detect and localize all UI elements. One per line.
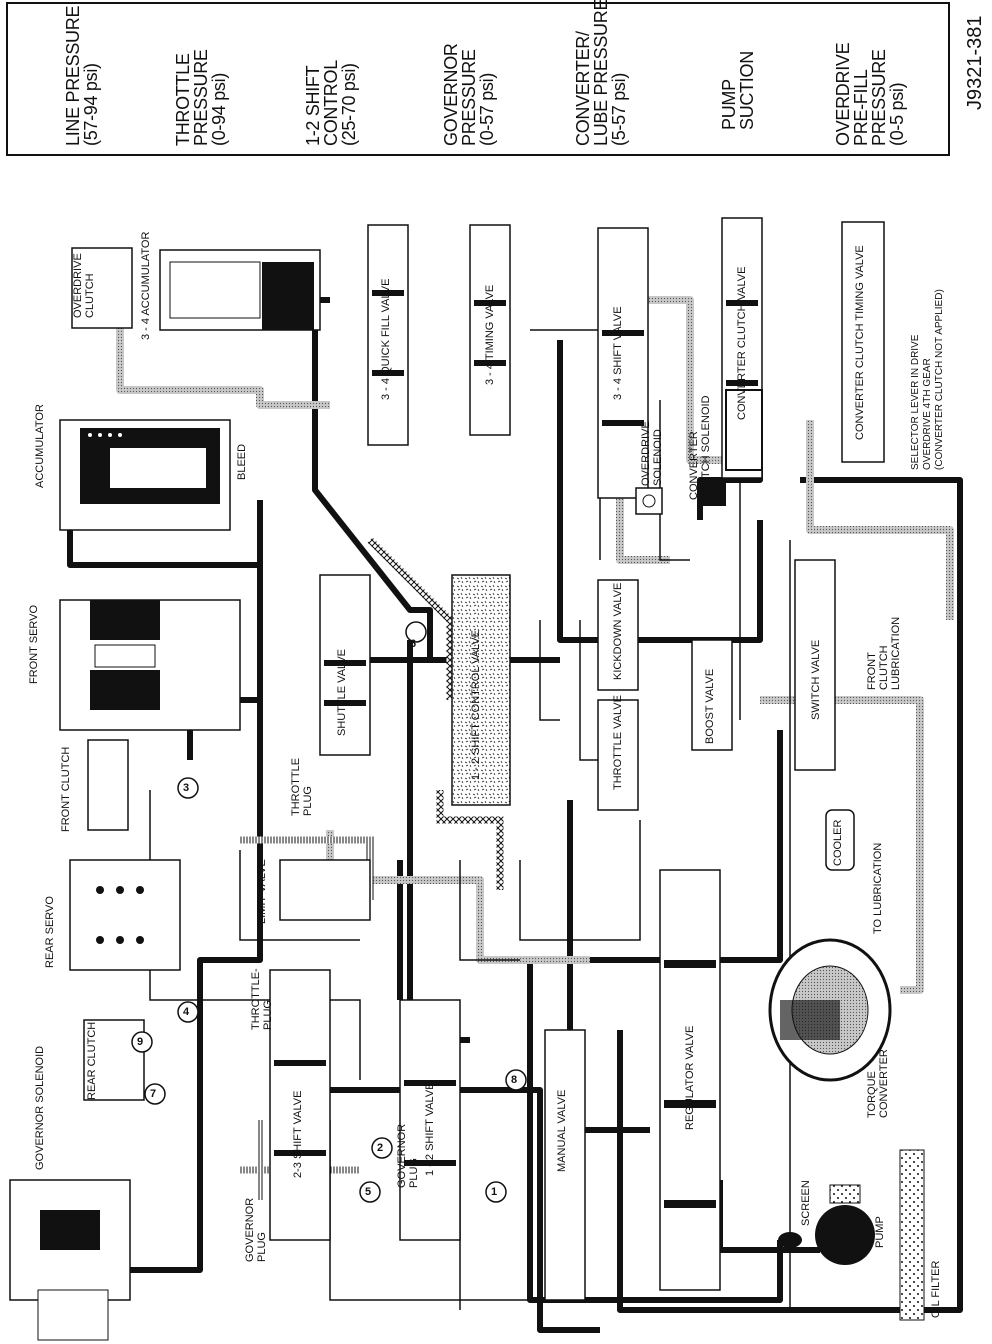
- legend-governor-pressure: GOVERNOR PRESSURE (0-57 psi): [441, 43, 497, 146]
- label-accumulator: ACCUMULATOR: [34, 404, 46, 488]
- front-servo: [59, 599, 241, 731]
- manual-valve-body: [544, 1029, 586, 1301]
- shift-control-circuit: [367, 537, 504, 890]
- cooler-body: [825, 809, 855, 871]
- converter-clutch-timing-body: [841, 221, 885, 463]
- label-quick-fill-valve: 3 - 4 QUICK FILL VALVE: [380, 278, 392, 400]
- callout-7: 7: [150, 1088, 157, 1100]
- label-manual-valve: MANUAL VALVE: [556, 1089, 568, 1172]
- label-cooler: COOLER: [832, 819, 844, 866]
- label-front-servo: FRONT SERVO: [28, 604, 40, 684]
- label-converter-clutch-solenoid: CONVERTER CLUTCH SOLENOID: [688, 395, 712, 500]
- callout-1: 1: [491, 1186, 498, 1198]
- legend-overdrive-prefill: OVERDRIVE PRE-FILL PRESSURE (0-5 psi): [833, 42, 907, 146]
- legend-box: [6, 2, 950, 156]
- valve-bodies: [269, 217, 885, 1301]
- rear-clutch: [83, 1019, 145, 1101]
- label-overdrive-clutch: OVERDRIVE CLUTCH: [72, 253, 96, 318]
- label-limit-valve: LIMIT VALVE: [256, 859, 268, 924]
- legend-line-pressure: LINE PRESSURE (57-94 psi): [63, 5, 101, 146]
- label-oil-filter: OIL FILTER: [930, 1260, 942, 1318]
- legend-pump-suction: PUMP SUCTION: [719, 51, 757, 130]
- callout-8: 8: [511, 1074, 518, 1086]
- callout-3: 3: [183, 782, 190, 794]
- label-governor-plug-2: GOVERNOR PLUG: [396, 1123, 420, 1188]
- label-shuttle-valve: SHUTTLE VALVE: [336, 648, 348, 736]
- label-governor-solenoid: GOVERNOR SOLENOID: [34, 1045, 46, 1170]
- label-throttle-plug-2: THROTTLE- PLUG: [250, 968, 274, 1030]
- limit-valve-body: [279, 859, 371, 921]
- accumulator-34: [159, 249, 321, 331]
- shift-valve-34-body: [597, 227, 649, 499]
- label-shift-control-12: 1 - 2 SHIFT CONTROL VALVE: [470, 630, 482, 780]
- label-pump: PUMP: [874, 1216, 886, 1248]
- front-clutch: [87, 739, 129, 831]
- regulator-valve-body: [659, 869, 721, 1291]
- label-screen: SCREEN: [800, 1180, 812, 1226]
- legend-throttle-pressure: THROTTLE PRESSURE (0-94 psi): [173, 49, 229, 146]
- label-front-clutch-lub: FRONT CLUTCH LUBRICATION: [866, 616, 902, 690]
- label-shift-valve-23: 2-3 SHIFT VALVE: [292, 1090, 304, 1178]
- rear-servo: [69, 859, 181, 971]
- throttle-valve-body: [597, 699, 639, 811]
- pump-assembly: [778, 1149, 925, 1321]
- boost-valve-body: [691, 639, 733, 751]
- governor-solenoid-body: [9, 1179, 131, 1341]
- figure-id: J9321-381: [964, 15, 986, 110]
- label-rear-clutch: REAR CLUTCH: [86, 1021, 98, 1100]
- switch-valve-body: [794, 559, 836, 771]
- label-regulator-valve: REGULATOR VALVE: [684, 1025, 696, 1130]
- label-boost-valve: BOOST VALVE: [704, 668, 716, 744]
- converter-clutch-solenoid: [725, 389, 763, 471]
- accumulator: [59, 419, 231, 531]
- label-shift-valve-12: 1 - 2 SHIFT VALVE: [424, 1082, 436, 1176]
- shift-valve-23-body: [269, 969, 331, 1241]
- label-rear-servo: REAR SERVO: [44, 896, 56, 968]
- label-front-clutch: FRONT CLUTCH: [60, 746, 72, 832]
- legend-converter-pressure: CONVERTER/ LUBE PRESSURE (5-57 psi): [573, 0, 629, 146]
- label-converter-clutch-timing: CONVERTER CLUTCH TIMING VALVE: [854, 245, 866, 440]
- label-shift-valve-34: 3 - 4 SHIFT VALVE: [612, 306, 624, 400]
- solenoids: [635, 389, 763, 515]
- label-switch-valve: SWITCH VALVE: [810, 639, 822, 720]
- label-selector-note: SELECTOR LEVER IN DRIVE OVERDRIVE 4TH GE…: [910, 289, 945, 470]
- label-kickdown-valve: KICKDOWN VALVE: [612, 582, 624, 680]
- torque-converter: [768, 938, 892, 1082]
- legend-shift-control: 1-2 SHIFT CONTROL (25-70 psi): [303, 60, 359, 146]
- callout-6: 6: [410, 638, 417, 650]
- shift-valve-12-body: [399, 999, 461, 1241]
- quick-fill-valve-body: [367, 224, 409, 446]
- label-torque-converter: TORQUE CONVERTER: [866, 1049, 890, 1118]
- callout-9: 9: [137, 1036, 144, 1048]
- label-overdrive-solenoid: OVERDRIVE SOLENOID: [640, 421, 664, 486]
- callout-4: 4: [183, 1006, 190, 1018]
- kickdown-valve-body: [597, 579, 639, 691]
- callout-5: 5: [365, 1186, 372, 1198]
- label-bleed: BLEED: [236, 443, 248, 480]
- label-converter-clutch-valve: CONVERTER CLUTCH VALVE: [736, 266, 748, 420]
- label-to-lubrication: TO LUBRICATION: [872, 842, 884, 934]
- label-timing-valve: 3 - 4 TIMING VALVE: [484, 284, 496, 385]
- callouts: [131, 621, 527, 1203]
- label-governor-plug-1: GOVERNOR PLUG: [244, 1197, 268, 1262]
- valve-lands: [274, 290, 758, 1208]
- label-throttle-plug: THROTTLE PLUG: [290, 757, 314, 816]
- callout-2: 2: [377, 1142, 384, 1154]
- overdrive-clutch: [71, 247, 133, 329]
- overdrive-solenoid: [635, 487, 663, 515]
- label-throttle-valve: THROTTLE VALVE: [612, 695, 624, 790]
- timing-valve-body: [469, 224, 511, 436]
- label-accumulator-34: 3 - 4 ACCUMULATOR: [140, 231, 152, 340]
- shift-control-12-body: [451, 574, 511, 806]
